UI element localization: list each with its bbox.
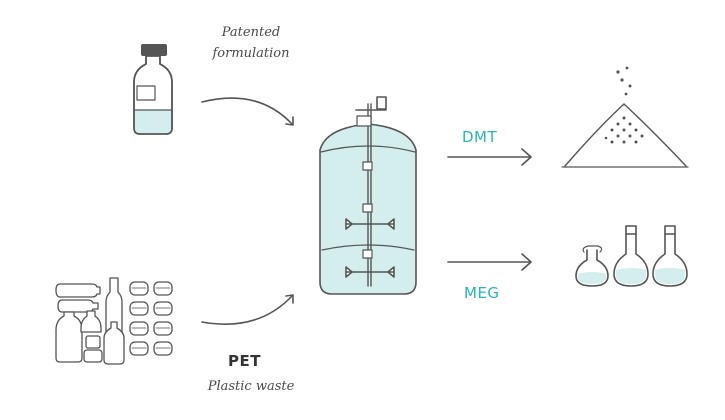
- plastic-bottles-icon: [55, 277, 173, 365]
- arrow-waste-to-reactor: [201, 294, 294, 325]
- reactor-tank-icon: [319, 96, 417, 295]
- arrow-to-dmt: [447, 148, 532, 166]
- dmt-label: DMT: [462, 128, 498, 146]
- formulation-caption-line1: Patented: [221, 25, 281, 40]
- formulation-caption-line2: formulation: [212, 46, 290, 61]
- arrow-formulation-to-reactor: [201, 97, 294, 126]
- flasks-icon: [575, 225, 688, 287]
- bottle-icon: [133, 44, 173, 135]
- formulation-caption: Patented formulation: [196, 22, 306, 64]
- arrow-to-meg: [447, 253, 532, 271]
- pet-label: PET: [228, 352, 261, 370]
- meg-label: MEG: [464, 284, 500, 302]
- powder-pile-icon: [561, 66, 689, 168]
- plastic-waste-caption: Plastic waste: [207, 379, 295, 394]
